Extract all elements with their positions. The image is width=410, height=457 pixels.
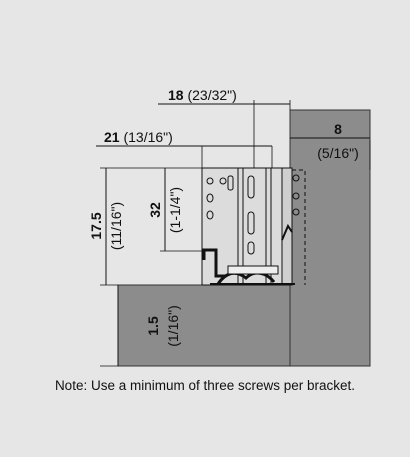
drawer-bracket: [201, 167, 300, 286]
dim-right-offset-value: 8: [334, 121, 342, 137]
dim-outer-height-fraction: (11/16"): [108, 202, 124, 250]
dim-inner-height: 32: [147, 202, 163, 218]
screw-note: Note: Use a minimum of three screws per …: [54, 378, 356, 393]
extension-lines: [100, 100, 371, 367]
dim-bottom-thickness-fraction: (1/16"): [165, 305, 181, 347]
dim-left-width: 21 (13/16"): [104, 129, 173, 145]
right-side-panel: [289, 109, 371, 367]
dim-bottom-thickness: 1.5: [145, 316, 161, 336]
dim-outer-height: 17.5: [88, 212, 104, 239]
bottom-panel: [117, 284, 291, 367]
dim-top-width: 18 (23/32"): [168, 87, 237, 103]
dim-right-offset-fraction: (5/16"): [317, 145, 359, 161]
dimension-lines: [96, 103, 370, 366]
dim-inner-height-fraction: (1-1/4"): [167, 187, 183, 233]
